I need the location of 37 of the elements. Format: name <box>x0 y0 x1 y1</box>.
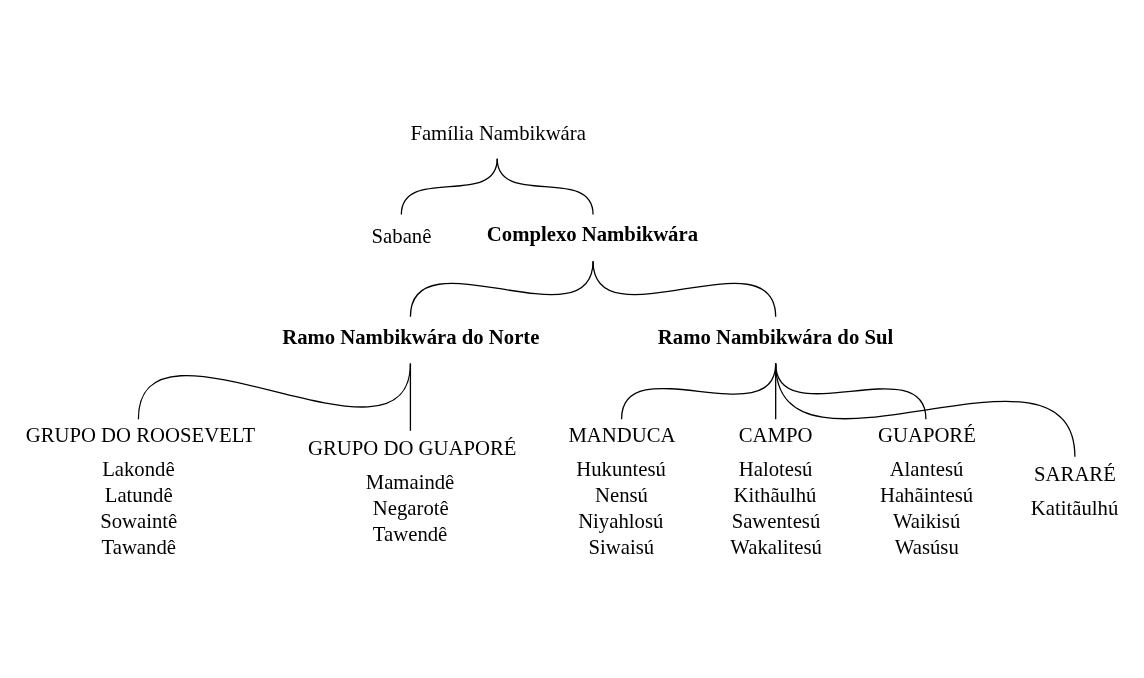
connector <box>592 260 777 317</box>
node-label: Halotesú <box>738 457 813 480</box>
node-label: Alantesú <box>889 457 964 480</box>
connector <box>409 260 594 317</box>
node-label: Nensú <box>594 483 648 506</box>
connector <box>775 362 1076 457</box>
connector <box>400 157 498 215</box>
node-label: Lakondê <box>102 457 175 480</box>
node-label: Wakalitesú <box>730 535 822 558</box>
node-label: Sawentesú <box>731 509 821 532</box>
node-label: Hahãintesú <box>879 483 974 506</box>
node-text: MANDUCA <box>568 423 676 446</box>
node-label: Negarotê <box>372 496 449 519</box>
node-text: Complexo Nambikwára <box>486 222 699 245</box>
connector <box>496 157 594 215</box>
node-label: Sowaintê <box>100 509 178 532</box>
node-label: Niyahlosú <box>578 509 664 532</box>
node-text: GUAPORÉ <box>878 423 976 446</box>
node-text: Ramo Nambikwára do Norte <box>282 325 540 348</box>
node-label: Tawendê <box>372 522 448 545</box>
node-text: Família Nambikwára <box>410 121 586 144</box>
node-label: Kithãulhú <box>733 483 817 506</box>
node-text: SARARÉ <box>1034 462 1116 485</box>
node-text: Sabanê <box>371 224 432 247</box>
node-label: Waikisú <box>892 509 961 532</box>
node-text: GRUPO DO ROOSEVELT <box>25 423 256 446</box>
connector <box>409 362 412 431</box>
node-text: Ramo Nambikwára do Sul <box>657 325 894 348</box>
node-label: Siwaisú <box>588 535 655 558</box>
node-text: GRUPO DO GUAPORÉ <box>308 436 517 459</box>
node-label: Latundê <box>104 483 173 506</box>
node-label: Tawandê <box>101 535 176 558</box>
node-label: Hukuntesú <box>576 457 666 480</box>
node-text: CAMPO <box>738 423 813 446</box>
node-label: Wasúsu <box>894 535 959 558</box>
node-label: Katitãulhú <box>1030 496 1119 519</box>
node-label: Mamaindê <box>365 470 455 493</box>
